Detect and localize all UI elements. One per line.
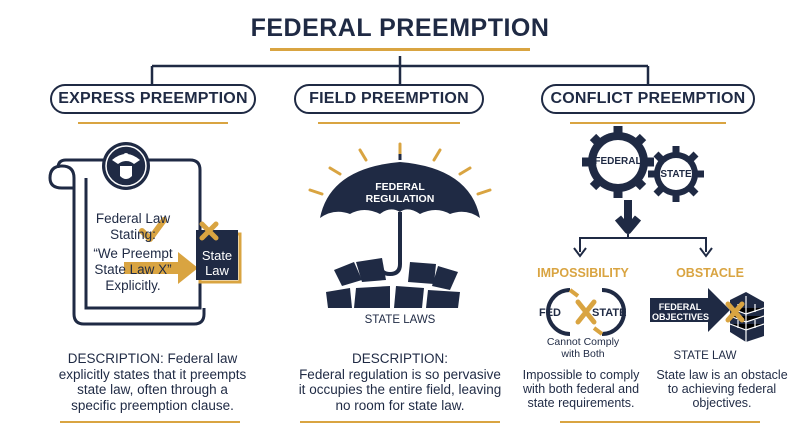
impossibility-description: Impossible to comply with both federal a… — [516, 368, 646, 410]
express-desc-line-1: DESCRIPTION: Federal law — [67, 351, 238, 366]
obstacle-desc-line-2: to achieving federal — [667, 382, 777, 396]
field-footer-rule — [300, 421, 500, 423]
impossibility-label: IMPOSSIBILITY — [537, 266, 629, 280]
scroll-text-4: State Law X” — [94, 262, 172, 277]
federal-objectives-arrow-icon — [650, 288, 730, 332]
impossibility-desc-line-3: state requirements. — [527, 396, 635, 410]
field-header-rule — [318, 122, 460, 124]
umbrella-illustration — [308, 142, 492, 308]
conflict-preemption-header: CONFLICT PREEMPTION — [541, 84, 755, 114]
impossibility-note-line-1: Cannot Comply — [546, 336, 620, 348]
title-underline — [270, 48, 530, 51]
impossibility-note: Cannot Comply with Both — [528, 336, 638, 360]
obstacle-label: OBSTACLE — [676, 266, 744, 280]
impossibility-state: STATE — [592, 307, 627, 319]
conflict-footer-rule — [560, 421, 760, 423]
umbrella-icon — [320, 154, 480, 277]
federal-gear-icon — [582, 126, 654, 198]
scroll-text-1: Federal Law — [95, 211, 171, 226]
state-gear-icon — [648, 146, 704, 202]
express-desc-line-4: specific preemption clause. — [71, 397, 234, 413]
federal-objectives-line-2: OBJECTIVES — [652, 312, 710, 322]
umbrella-label-line-2: REGULATION — [365, 193, 435, 205]
rays-icon — [308, 142, 492, 196]
conflict-header-rule — [570, 122, 726, 124]
express-preemption-header: EXPRESS PREEMPTION — [50, 84, 256, 114]
scroll-illustration — [48, 142, 242, 326]
scroll-text-3: “We Preempt — [93, 246, 173, 261]
scroll-text-5: Explicitly. — [105, 278, 161, 293]
field-desc-line-1: DESCRIPTION: — [351, 351, 448, 366]
obstacle-illustration — [650, 288, 765, 342]
page-title: FEDERAL PREEMPTION — [250, 14, 550, 42]
express-desc-line-3: state law, often through a — [77, 382, 228, 397]
impossibility-fed: FED — [539, 307, 561, 319]
field-desc-line-4: no room for state law. — [335, 397, 465, 413]
obstacle-desc-line-3: objectives. — [692, 396, 752, 410]
express-description: DESCRIPTION: Federal law explicitly stat… — [20, 351, 285, 413]
field-description: DESCRIPTION: Federal regulation is so pe… — [280, 351, 520, 413]
express-desc-line-2: explicitly states that it preempts — [58, 366, 247, 382]
state-law-box-line-2: Law — [205, 263, 229, 278]
field-preemption-header: FIELD PREEMPTION — [294, 84, 484, 114]
umbrella-label: FEDERAL REGULATION — [362, 181, 438, 205]
obstacle-description: State law is an obstacle to achieving fe… — [652, 368, 792, 410]
gear-state-label: STATE — [660, 169, 692, 180]
eagle-seal-icon — [102, 142, 150, 190]
umbrella-label-line-1: FEDERAL — [375, 181, 425, 193]
field-desc-line-2: Federal regulation is so pervasive — [299, 366, 501, 382]
state-law-box-line-1: State — [201, 248, 233, 263]
obstacle-state-law: STATE LAW — [673, 350, 737, 362]
impossibility-desc-line-2: with both federal and — [522, 382, 640, 396]
state-laws-label: STATE LAWS — [364, 314, 436, 326]
federal-objectives-label: FEDERAL OBJECTIVES — [652, 302, 710, 322]
gear-federal-label: FEDERAL — [594, 156, 642, 167]
obstacle-desc-line-1: State law is an obstacle — [656, 368, 788, 382]
state-law-box: State Law — [196, 248, 238, 278]
impossibility-circles — [546, 288, 626, 336]
federal-objectives-line-1: FEDERAL — [658, 302, 702, 312]
impossibility-desc-line-1: Impossible to comply — [522, 368, 640, 382]
field-desc-line-3: it occupies the entire field, leaving — [298, 382, 502, 397]
express-header-rule — [78, 122, 228, 124]
brick-wall-icon — [729, 292, 765, 342]
gears-illustration — [573, 126, 713, 258]
impossibility-note-line-2: with Both — [561, 348, 605, 360]
state-law-blocks-icon — [326, 258, 460, 308]
scroll-text-2: Stating: — [110, 227, 156, 242]
express-footer-rule — [60, 421, 240, 423]
